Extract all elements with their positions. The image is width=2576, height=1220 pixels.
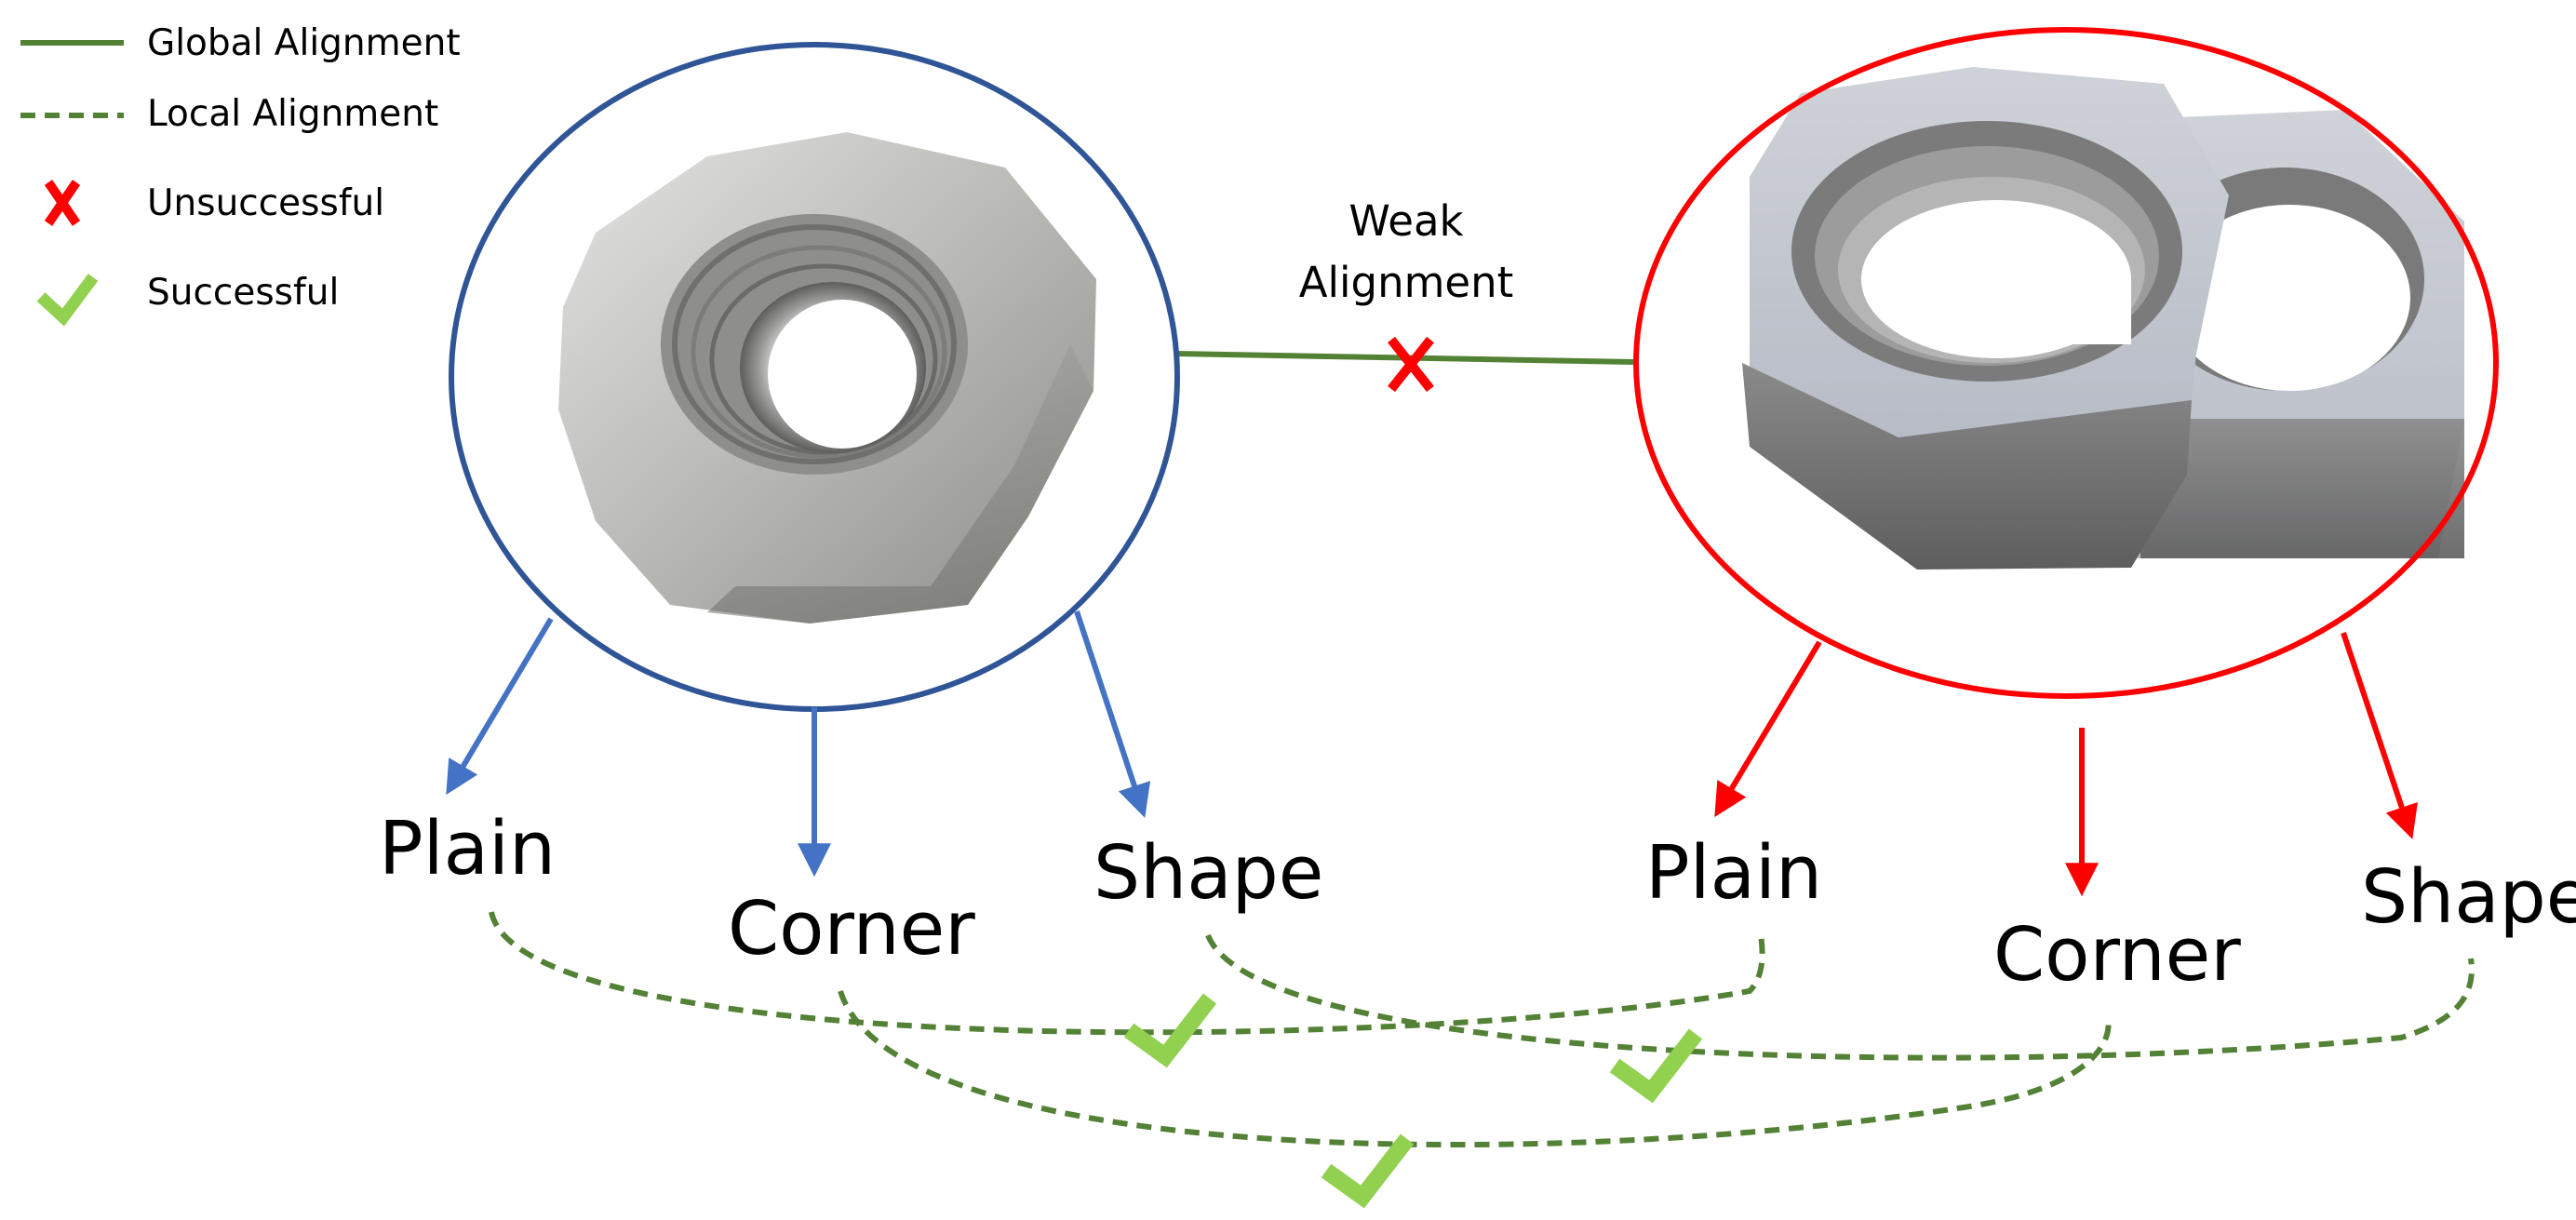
left-plain-arrow: [446, 617, 554, 796]
plain-local-alignment-curve: [489, 911, 1765, 1036]
rendered-hex-nut: [1742, 67, 2464, 570]
weak-alignment-line1: Weak: [1348, 196, 1464, 246]
right-feature-corner: Corner: [1993, 912, 2241, 998]
weak-alignment-cross-icon: [1388, 336, 1434, 393]
real-hex-nut-photo: [558, 132, 1096, 623]
shape-local-alignment-curve: [1205, 933, 2475, 1061]
right-object-circle: [1633, 27, 2499, 699]
legend-global-label: Global Alignment: [147, 22, 461, 64]
left-shape-arrow: [1074, 610, 1151, 818]
corner-local-alignment-curve: [838, 990, 2112, 1148]
left-feature-plain: Plain: [379, 806, 557, 892]
weak-alignment-line2: Alignment: [1298, 258, 1514, 307]
shape-success-check-icon: [1609, 1028, 1703, 1104]
weak-alignment-label: Weak Alignment: [1298, 191, 1514, 314]
right-plain-arrow: [1714, 640, 1822, 818]
legend-check-icon: [36, 274, 99, 327]
legend-unsuccessful-label: Unsuccessful: [147, 182, 385, 224]
legend-cross-icon: [44, 180, 81, 226]
plain-success-check-icon: [1123, 993, 1217, 1068]
right-feature-shape: Shape: [2361, 854, 2576, 940]
left-feature-shape: Shape: [1093, 830, 1324, 916]
corner-success-check-icon: [1321, 1133, 1415, 1209]
left-feature-corner: Corner: [728, 886, 975, 972]
legend-successful-label: Successful: [147, 272, 340, 314]
legend-local-label: Local Alignment: [147, 93, 439, 135]
right-feature-plain: Plain: [1645, 830, 1823, 916]
right-shape-arrow: [2341, 632, 2418, 839]
